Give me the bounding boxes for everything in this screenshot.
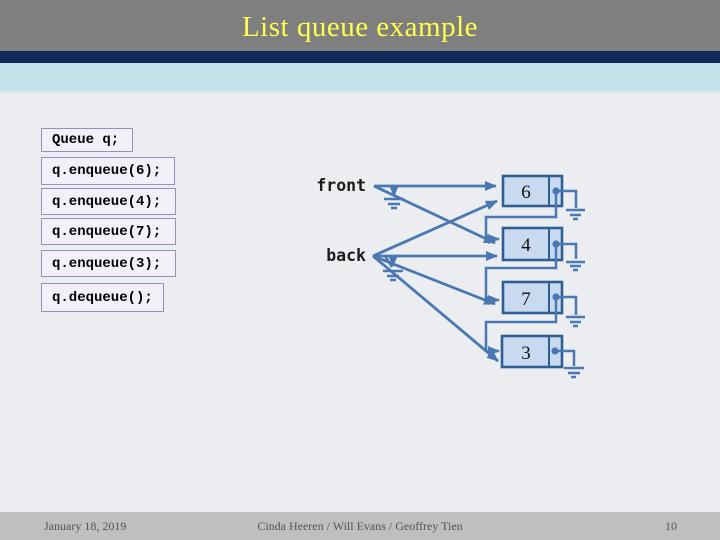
footer-date: January 18, 2019 — [44, 519, 127, 533]
accent-strip-divider — [0, 63, 720, 93]
node4-value: 4 — [521, 235, 531, 256]
arrow-back-to-node6 — [372, 199, 498, 258]
pointer-dot-icon — [552, 240, 560, 248]
code-box-queue-declaration: Queue q; — [41, 128, 133, 152]
null-ground-icon — [557, 349, 584, 379]
arrow-back-to-node3 — [372, 254, 499, 363]
code-box-dequeue: q.dequeue(); — [41, 283, 164, 312]
node3-value: 3 — [521, 343, 531, 364]
arrow-node6-next-to-node4 — [484, 191, 558, 244]
arrow-front-to-node4 — [373, 184, 496, 245]
code-box-enqueue-3: q.enqueue(3); — [41, 250, 176, 277]
front-pointer-label: front — [316, 176, 366, 195]
pointer-dot-icon — [552, 187, 560, 195]
node7-value: 7 — [521, 289, 531, 310]
footer-page-number: 10 — [665, 519, 677, 533]
code-box-enqueue-6: q.enqueue(6); — [41, 157, 175, 185]
slide-footer: January 18, 2019 Cinda Heeren / Will Eva… — [0, 512, 720, 540]
arrow-node4-next-to-node7 — [484, 244, 558, 305]
back-pointer-label: back — [326, 246, 366, 265]
null-ground-icon — [383, 255, 403, 282]
null-ground-icon — [558, 189, 585, 221]
null-ground-icon — [558, 295, 585, 328]
footer-authors: Cinda Heeren / Will Evans / Geoffrey Tie… — [257, 519, 463, 533]
node4-box — [501, 226, 564, 262]
list-node: 4 — [501, 226, 564, 262]
pointer-dot-icon — [551, 347, 559, 355]
code-box-enqueue-4: q.enqueue(4); — [41, 188, 176, 215]
slide-title: List queue example — [241, 11, 479, 43]
pointer-dot-icon — [552, 293, 560, 301]
arrow-node7-next-to-node3 — [484, 297, 558, 356]
null-ground-icon — [558, 242, 585, 272]
list-node: 6 — [501, 174, 564, 208]
slide-header: List queue example — [0, 0, 720, 51]
null-ground-icon — [384, 185, 404, 210]
code-box-enqueue-7: q.enqueue(7); — [41, 218, 176, 245]
accent-bar-divider — [0, 51, 720, 63]
node6-value: 6 — [521, 182, 531, 203]
